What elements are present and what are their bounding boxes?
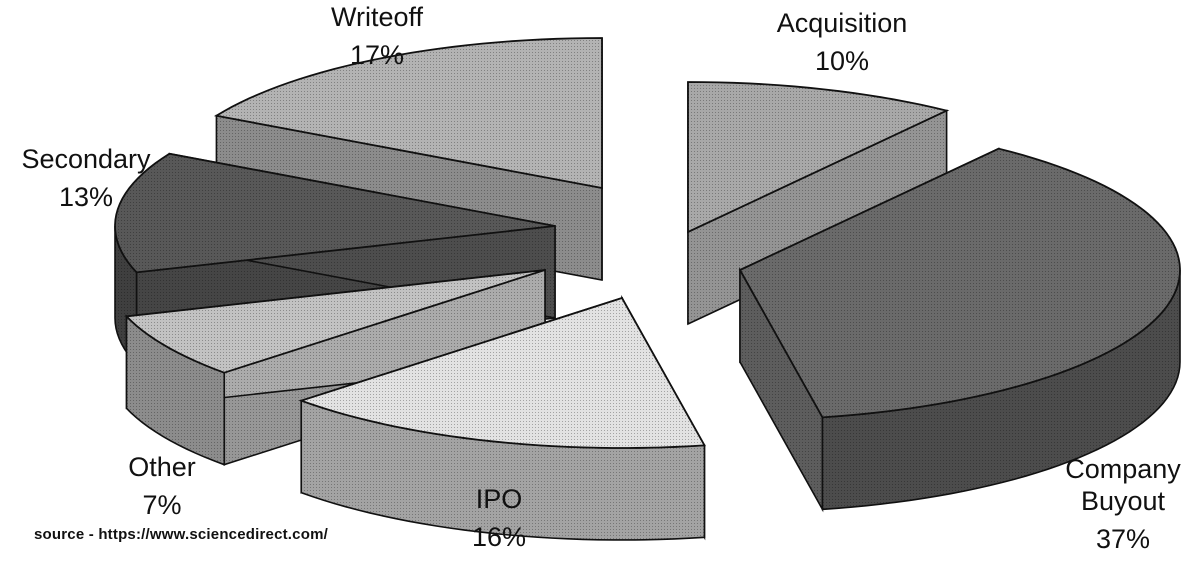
slice-percent: 17%	[350, 40, 404, 70]
pie-slice-ipo	[298, 294, 706, 541]
slice-percent: 37%	[1096, 524, 1150, 554]
slices-layer	[114, 37, 1181, 541]
slice-percent: 7%	[142, 490, 181, 520]
pie-slice-company-buyout	[738, 147, 1181, 513]
slice-percent: 16%	[472, 522, 526, 552]
source-note: source - https://www.sciencedirect.com/	[34, 526, 328, 543]
slice-percent: 10%	[815, 46, 869, 76]
slice-percent: 13%	[59, 182, 113, 212]
